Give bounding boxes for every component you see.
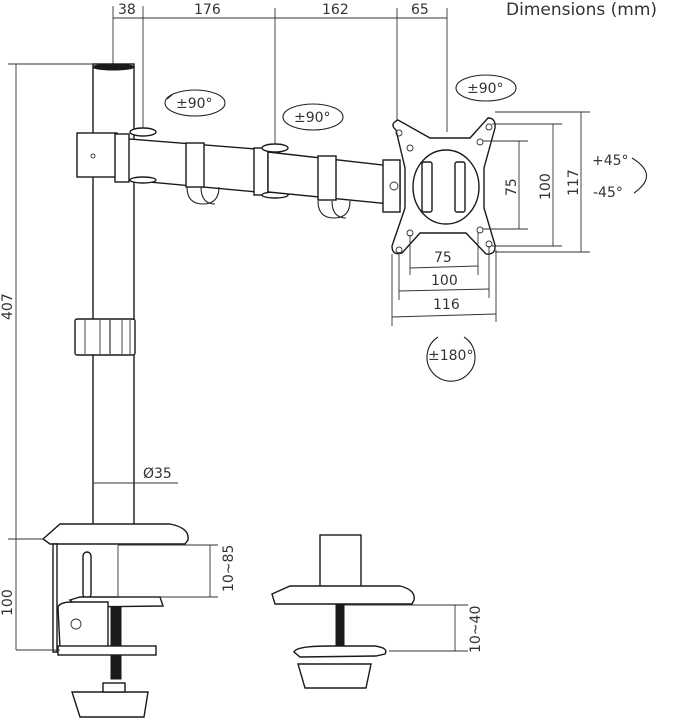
pole-cap-icon [92, 63, 135, 71]
dim-176: 176 [194, 2, 221, 18]
dim-10-85: 10~85 [221, 545, 237, 592]
dim-vesa-h-116: 116 [433, 297, 460, 313]
dim-vesa-h-75: 75 [434, 250, 452, 266]
height-dimension-407: 407 [0, 63, 95, 650]
dim-407: 407 [0, 293, 16, 320]
dim-38: 38 [118, 2, 136, 18]
vesa-plate [391, 117, 496, 255]
vesa-vertical-dimensions: 75 100 117 [483, 111, 590, 253]
dim-vesa-h-100: 100 [431, 273, 458, 289]
svg-text:±180°: ±180° [428, 348, 473, 364]
arm [76, 127, 401, 219]
cable-hook-icon [317, 200, 351, 219]
svg-text:±90°: ±90° [176, 96, 213, 112]
svg-text:+45°: +45° [592, 153, 629, 169]
tilt-indicator: +45° -45° [592, 153, 648, 201]
dim-vesa-v-75: 75 [504, 178, 520, 196]
svg-text:±90°: ±90° [467, 81, 504, 97]
dim-100-clamp: 100 [0, 589, 16, 616]
dim-vesa-v-100: 100 [538, 173, 554, 200]
clamp-height-dimension: 100 [0, 589, 60, 651]
rotate-arrow-icon [166, 94, 173, 100]
vesa-horizontal-dimensions: 75 100 116 [391, 232, 497, 326]
dim-65: 65 [411, 2, 429, 18]
dim-162: 162 [322, 2, 349, 18]
rotation-badge-head: ±90° [455, 74, 517, 102]
top-dimension-chain: 38 176 162 65 [112, 2, 448, 145]
desk-clamp [8, 523, 189, 718]
rotation-badge-joint-2: ±90° [282, 103, 344, 131]
clamp-range-dimension: 10~85 [117, 544, 237, 598]
rotation-badge-180: ±180° [426, 336, 476, 382]
dim-10-40: 10~40 [468, 606, 484, 653]
svg-text:-45°: -45° [593, 185, 623, 201]
rotation-badge-joint-1: ±90° [164, 89, 226, 117]
grommet-mount [271, 534, 415, 689]
dim-vesa-v-117: 117 [566, 169, 582, 196]
diagram-title: Dimensions (mm) [506, 0, 657, 20]
rotate-arrow-icon [426, 336, 476, 382]
tilt-arrow-icon [631, 157, 648, 194]
svg-text:±90°: ±90° [294, 110, 331, 126]
grommet-range-dimension: 10~40 [344, 604, 484, 653]
cable-hook-icon [186, 186, 220, 205]
screw-hole-icon [90, 153, 96, 159]
dim-pole-diameter: Ø35 [143, 466, 172, 482]
